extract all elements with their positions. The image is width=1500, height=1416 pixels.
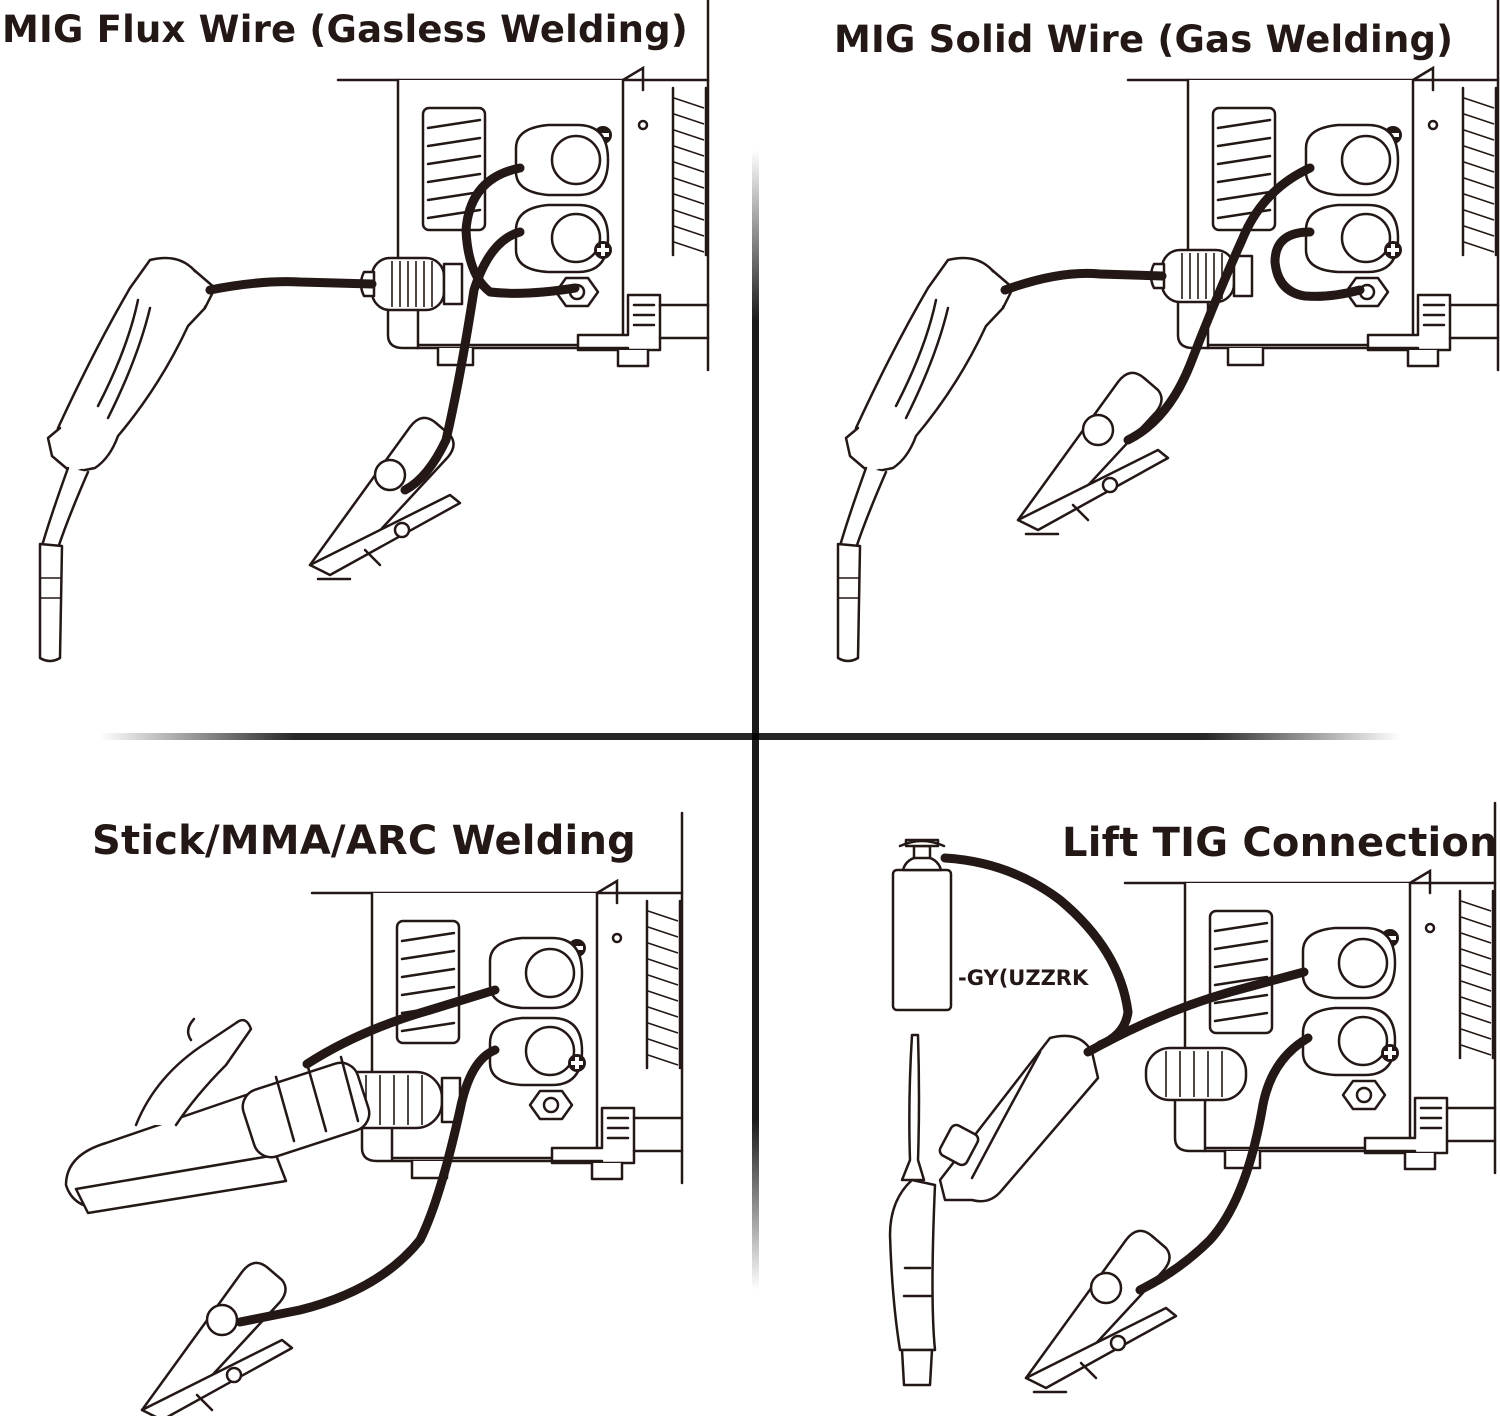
panel-mig-flux bbox=[38, 0, 710, 663]
tig-trigger bbox=[938, 1123, 980, 1167]
panel-mig-solid bbox=[836, 0, 1500, 663]
panel-title-stick: Stick/MMA/ARC Welding bbox=[92, 818, 636, 864]
polarity-jumper bbox=[461, 163, 580, 298]
gas-cylinder bbox=[891, 838, 953, 1012]
ground-cable bbox=[400, 227, 525, 495]
gas-cylinder-label: -GY(UZZRK bbox=[958, 966, 1089, 990]
ground-clamp bbox=[1024, 1229, 1178, 1394]
panel-lift-tig bbox=[888, 801, 1497, 1394]
panel-stick bbox=[64, 811, 684, 1416]
panel-title-mig-flux: MIG Flux Wire (Gasless Welding) bbox=[2, 8, 688, 51]
torch-cable bbox=[205, 277, 377, 295]
vertical-divider bbox=[752, 150, 759, 1290]
ground-cable bbox=[1123, 163, 1315, 445]
tig-torch bbox=[888, 1033, 1100, 1387]
mig-torch bbox=[38, 256, 217, 663]
ground-clamp bbox=[1016, 371, 1170, 536]
ground-clamp bbox=[308, 416, 462, 581]
gas-hose bbox=[940, 853, 1133, 1050]
horizontal-divider bbox=[100, 733, 1400, 740]
ground-cable bbox=[235, 1045, 500, 1327]
torch-cable bbox=[1000, 268, 1167, 295]
electrode-cable bbox=[302, 985, 500, 1069]
mig-torch bbox=[836, 256, 1015, 663]
welder-machine bbox=[1126, 0, 1500, 372]
welder-machine bbox=[1123, 801, 1497, 1175]
euro-connector bbox=[1144, 1046, 1248, 1102]
panel-title-lift-tig: Lift TIG Connection bbox=[1062, 820, 1498, 866]
welder-machine bbox=[336, 0, 710, 372]
panel-title-mig-solid: MIG Solid Wire (Gas Welding) bbox=[834, 18, 1454, 61]
ground-cable bbox=[1135, 1033, 1313, 1295]
polarity-jumper bbox=[1270, 227, 1365, 301]
torch-cable bbox=[1083, 967, 1309, 1057]
ground-clamp bbox=[140, 1261, 294, 1416]
